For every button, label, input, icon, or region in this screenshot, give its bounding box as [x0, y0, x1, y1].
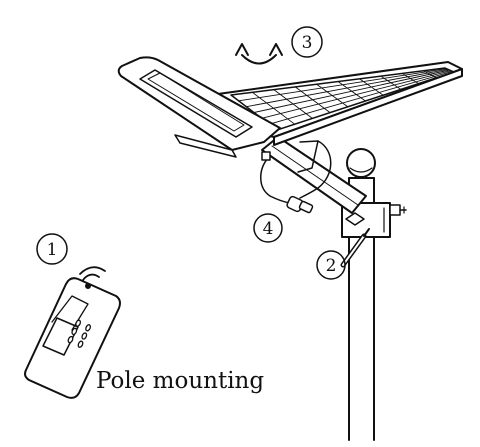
callout-2: 2: [316, 250, 346, 280]
remote-button: [67, 335, 74, 344]
caption-text: Pole mounting: [96, 368, 265, 394]
callout-1: 1: [36, 233, 68, 265]
panel-cell-line: [253, 69, 450, 113]
callout-4-number: 4: [263, 219, 274, 239]
remote-control-icon: [24, 266, 121, 399]
callout-4: 4: [253, 213, 283, 243]
remote-button: [75, 319, 82, 327]
remote-button: [85, 324, 92, 332]
cable: [260, 140, 332, 214]
rotate-arrow-icon: [235, 43, 283, 65]
remote-button: [71, 327, 78, 336]
lamp-head: [117, 56, 281, 158]
panel-cell-line: [268, 70, 453, 125]
lamp-arm: [261, 136, 367, 214]
remote-button: [77, 340, 84, 348]
panel-cell-line: [238, 68, 447, 102]
solar-panel: [217, 61, 463, 173]
callout-1-number: 1: [47, 240, 58, 260]
callout-2-number: 2: [326, 256, 337, 276]
screwdriver-icon: [340, 228, 370, 268]
callout-3-number: 3: [302, 33, 313, 53]
callout-3: 3: [291, 26, 323, 58]
panel-cell-line: [261, 70, 452, 119]
panel-cell-line: [245, 68, 449, 108]
remote-button: [81, 332, 88, 340]
